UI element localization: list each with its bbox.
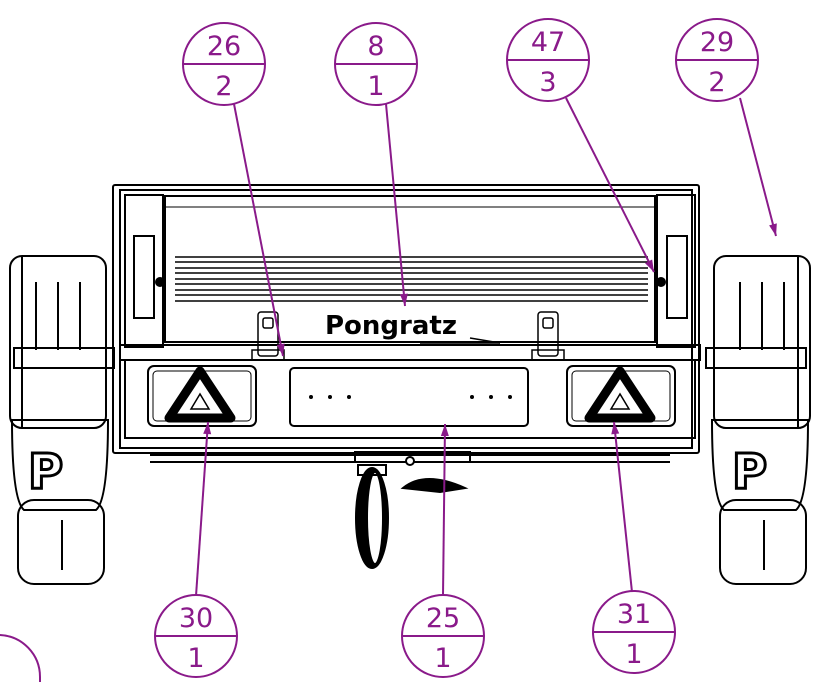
leader-line (565, 97, 655, 273)
balloon-31: 311 (592, 421, 676, 674)
wheel-left: P (9, 255, 115, 585)
balloon-quantity: 2 (215, 71, 232, 102)
balloon-quantity: 1 (187, 643, 204, 674)
balloon-item-number: 31 (617, 599, 651, 630)
balloon-quantity: 1 (625, 639, 642, 670)
balloon-quantity: 1 (434, 643, 451, 674)
balloon-item-number: 25 (426, 603, 460, 634)
leader-line (385, 103, 406, 307)
leader-arrowhead (399, 293, 408, 306)
balloon-47: 473 (506, 18, 655, 273)
leader-line (442, 423, 446, 597)
balloon-item-number: 26 (207, 31, 241, 62)
tailgate-ribs (175, 256, 648, 302)
svg-text:P: P (28, 444, 63, 500)
svg-text:P: P (732, 444, 767, 500)
balloon-quantity: 3 (539, 67, 556, 98)
tail-light-right (566, 365, 676, 427)
leader-arrowhead (276, 343, 285, 356)
balloon-item-number: 47 (531, 27, 565, 58)
license-plate (289, 367, 529, 427)
leader-arrowhead (645, 259, 654, 272)
leader-arrowhead (611, 422, 620, 435)
leader-line (739, 97, 777, 237)
tail-light-left (147, 365, 257, 427)
latch-right (531, 311, 565, 361)
balloon-8: 81 (334, 22, 418, 307)
leader-line (195, 421, 209, 597)
balloon-item-number: 8 (367, 31, 384, 62)
leader-arrowhead (769, 223, 777, 236)
leader-arrowhead (203, 422, 212, 435)
jockey-wheel (354, 451, 471, 569)
balloon-29: 292 (675, 18, 777, 237)
brand-logo: Pongratz (325, 311, 501, 344)
balloon-quantity: 1 (367, 71, 384, 102)
leader-arrowhead (440, 424, 449, 437)
partial-balloon (0, 634, 42, 682)
balloon-30: 301 (154, 421, 238, 678)
leader-line (233, 103, 284, 357)
balloon-25: 251 (401, 423, 485, 678)
balloon-quantity: 2 (708, 67, 725, 98)
wheel-right: P (705, 255, 811, 585)
balloon-26: 262 (182, 22, 285, 357)
balloon-item-number: 29 (700, 27, 734, 58)
brand-text: Pongratz (325, 311, 457, 341)
leader-line (613, 421, 633, 593)
balloon-item-number: 30 (179, 603, 213, 634)
